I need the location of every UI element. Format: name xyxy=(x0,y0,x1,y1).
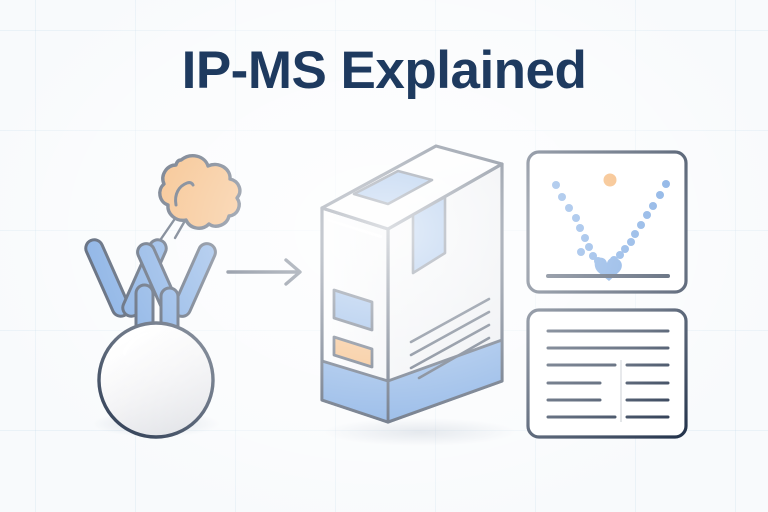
antibody-bead-capture-group xyxy=(84,154,242,439)
instrument-shadow xyxy=(324,418,516,446)
spectrum-highlight-ion xyxy=(603,173,617,187)
antigen-blob xyxy=(158,154,242,230)
results-panel-group xyxy=(526,308,688,439)
capture-bead xyxy=(97,321,215,439)
mass-spectrometer-group xyxy=(320,144,516,446)
page-title: IP-MS Explained xyxy=(181,41,587,100)
spectrum-panel-group xyxy=(526,150,688,294)
workflow-arrow xyxy=(226,258,302,286)
